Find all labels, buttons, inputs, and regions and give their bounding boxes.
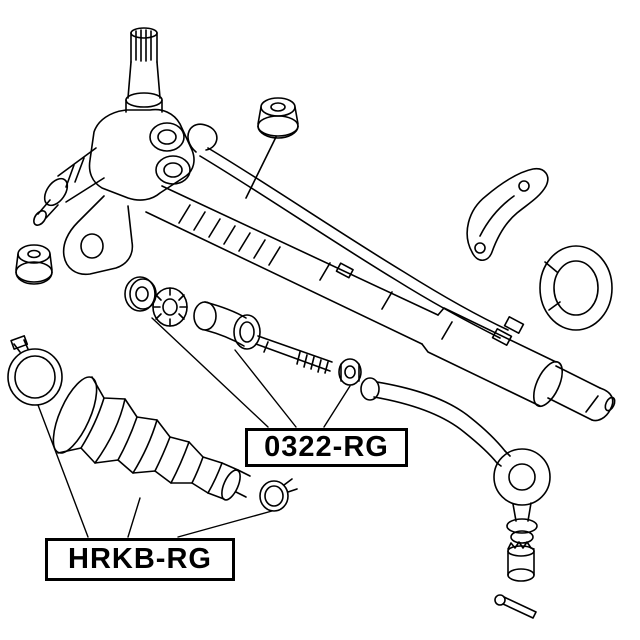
part-code-text: 0322-RG bbox=[264, 431, 389, 463]
leader-lines-0322 bbox=[151, 317, 351, 428]
steering-rack-boot bbox=[52, 376, 251, 501]
mounting-bracket bbox=[466, 167, 549, 262]
bracket-bushing bbox=[539, 245, 613, 331]
tie-rod-end bbox=[493, 448, 551, 544]
housing-mount-lug bbox=[62, 195, 134, 276]
mount-bushing-top bbox=[245, 97, 299, 199]
mount-bushing-left bbox=[15, 244, 53, 285]
part-code-text: HRKB-RG bbox=[68, 543, 212, 575]
hydraulic-lines bbox=[187, 123, 525, 346]
rack-tube bbox=[145, 185, 616, 422]
rod-nut bbox=[338, 358, 362, 386]
outer-tie-rod bbox=[360, 377, 506, 464]
input-shaft bbox=[125, 27, 163, 113]
part-code-callout-hrkb: HRKB-RG bbox=[45, 538, 235, 581]
cotter-pin bbox=[494, 594, 537, 619]
part-code-callout-0322: 0322-RG bbox=[245, 428, 408, 467]
boot-clamp-small bbox=[259, 478, 298, 512]
washer bbox=[124, 276, 157, 312]
castle-nut bbox=[507, 541, 535, 582]
leader-lines-hrkb bbox=[37, 404, 273, 538]
steering-gear-housing bbox=[33, 108, 195, 226]
lock-washer bbox=[152, 287, 188, 327]
boot-clamp-large bbox=[7, 335, 63, 406]
inner-tie-rod-axial-joint bbox=[193, 301, 333, 374]
